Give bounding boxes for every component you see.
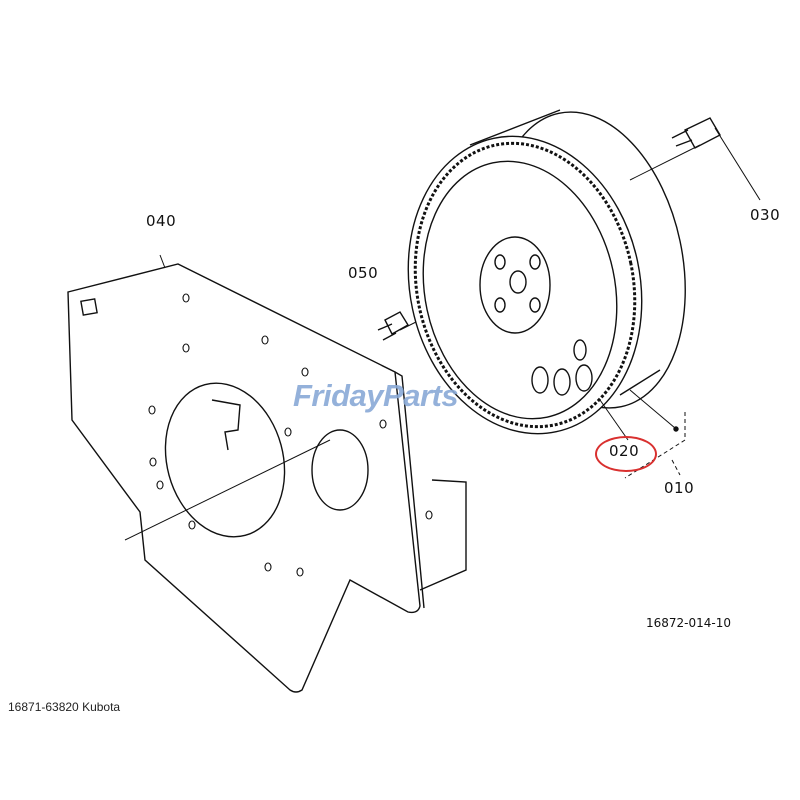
callout-030: 030 xyxy=(750,206,781,224)
callout-010: 010 xyxy=(664,479,695,497)
part-caption: 16871-63820 Kubota xyxy=(8,700,121,714)
callout-040: 040 xyxy=(146,212,177,230)
highlight-circle xyxy=(595,436,657,472)
watermark-logo: FridayParts xyxy=(293,378,459,413)
drawing-code: 16872-014-10 xyxy=(646,616,732,630)
flywheel xyxy=(407,109,701,435)
bolt-030 xyxy=(671,117,761,201)
mounting-plate xyxy=(67,263,467,693)
callout-050: 050 xyxy=(348,264,379,282)
